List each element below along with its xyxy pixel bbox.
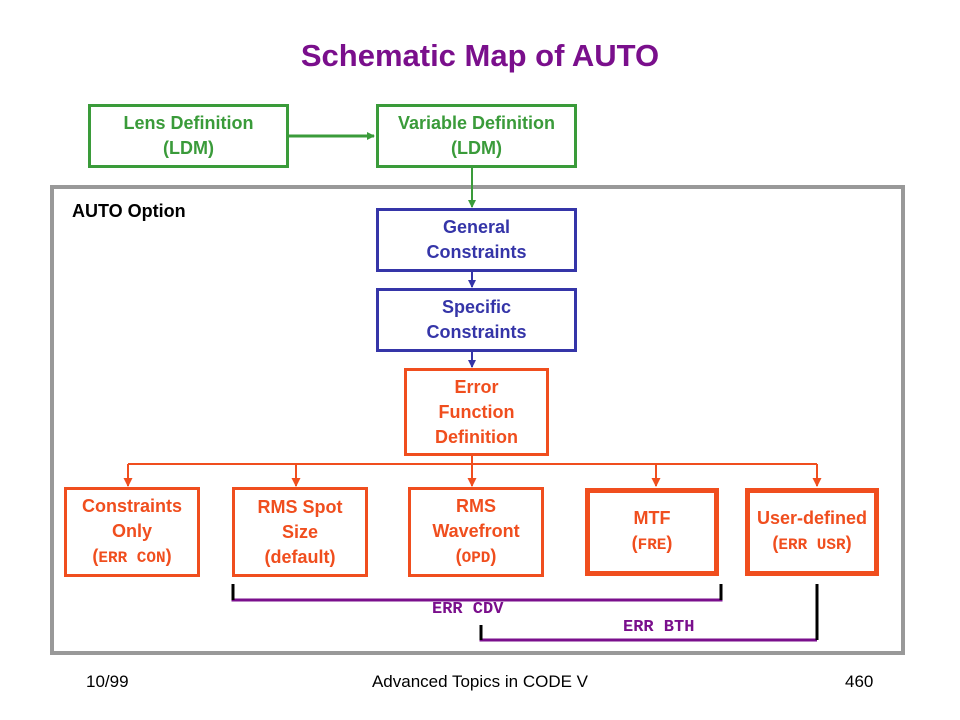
- general-constraints-line-1: General: [442, 217, 511, 237]
- general-constraints-box: General Constraints: [376, 208, 577, 272]
- rms-spot-line-1: RMS Spot: [257, 496, 343, 517]
- rms-spot-size-box: RMS Spot Size (default): [232, 487, 368, 577]
- mtf-box: MTF (FRE): [585, 488, 719, 576]
- variable-definition-box: Variable Definition (LDM): [376, 104, 577, 168]
- err-cdv-label: ERR CDV: [432, 600, 504, 619]
- error-function-box: Error Function Definition: [404, 368, 549, 456]
- rms-wavefront-line-2: Wavefront: [432, 520, 520, 541]
- error-function-line-1: Error: [454, 376, 499, 397]
- rms-spot-line-2: Size: [281, 521, 319, 542]
- lens-definition-line-1: Lens Definition: [123, 113, 254, 133]
- auto-option-panel: [50, 185, 905, 655]
- lens-definition-box: Lens Definition (LDM): [88, 104, 289, 168]
- err-bth-label: ERR BTH: [623, 618, 695, 637]
- rms-wavefront-line-1: RMS: [456, 495, 496, 516]
- footer-date: 10/99: [86, 672, 129, 691]
- auto-option-label: AUTO Option: [72, 201, 186, 221]
- paren-open: (: [455, 545, 462, 566]
- mtf-line-1: MTF: [633, 508, 671, 528]
- fre-code: FRE: [637, 536, 667, 554]
- paren-close: ): [165, 545, 172, 566]
- error-function-line-3: Definition: [435, 426, 518, 447]
- footer-course-title: Advanced Topics in CODE V: [371, 672, 589, 691]
- user-defined-box: User-defined (ERR USR): [745, 488, 879, 576]
- variable-definition-line-2: (LDM): [451, 138, 502, 158]
- err-cdv-bracket: [231, 584, 723, 602]
- err-usr-code: ERR USR: [778, 536, 846, 554]
- user-defined-code-line: (ERR USR): [772, 531, 851, 558]
- paren-close: ): [666, 533, 673, 553]
- rms-wavefront-box: RMS Wavefront (OPD): [408, 487, 544, 577]
- err-con-code: ERR CON: [98, 548, 166, 567]
- constraints-only-code-line: (ERR CON): [92, 544, 171, 571]
- rms-wavefront-code-line: (OPD): [456, 544, 497, 571]
- paren-close: ): [490, 545, 497, 566]
- constraints-only-line-2: Only: [111, 520, 152, 541]
- mtf-code-line: (FRE): [632, 531, 673, 558]
- specific-constraints-line-1: Specific: [441, 297, 512, 317]
- paren-close: ): [845, 533, 852, 553]
- opd-code: OPD: [461, 548, 491, 567]
- variable-definition-line-1: Variable Definition: [397, 113, 556, 133]
- page-title: Schematic Map of AUTO: [300, 38, 660, 73]
- paren-open: (: [772, 533, 779, 553]
- paren-open: (: [631, 533, 638, 553]
- footer-page-number: 460: [845, 672, 874, 691]
- constraints-only-line-1: Constraints: [81, 495, 182, 516]
- user-defined-line-1: User-defined: [756, 508, 868, 528]
- paren-open: (: [92, 545, 99, 566]
- rms-spot-line-3: (default): [264, 546, 336, 567]
- constraints-only-box: Constraints Only (ERR CON): [64, 487, 200, 577]
- lens-definition-line-2: (LDM): [163, 138, 214, 158]
- specific-constraints-box: Specific Constraints: [376, 288, 577, 352]
- error-function-line-2: Function: [438, 401, 515, 422]
- general-constraints-line-2: Constraints: [426, 242, 527, 262]
- specific-constraints-line-2: Constraints: [426, 322, 527, 342]
